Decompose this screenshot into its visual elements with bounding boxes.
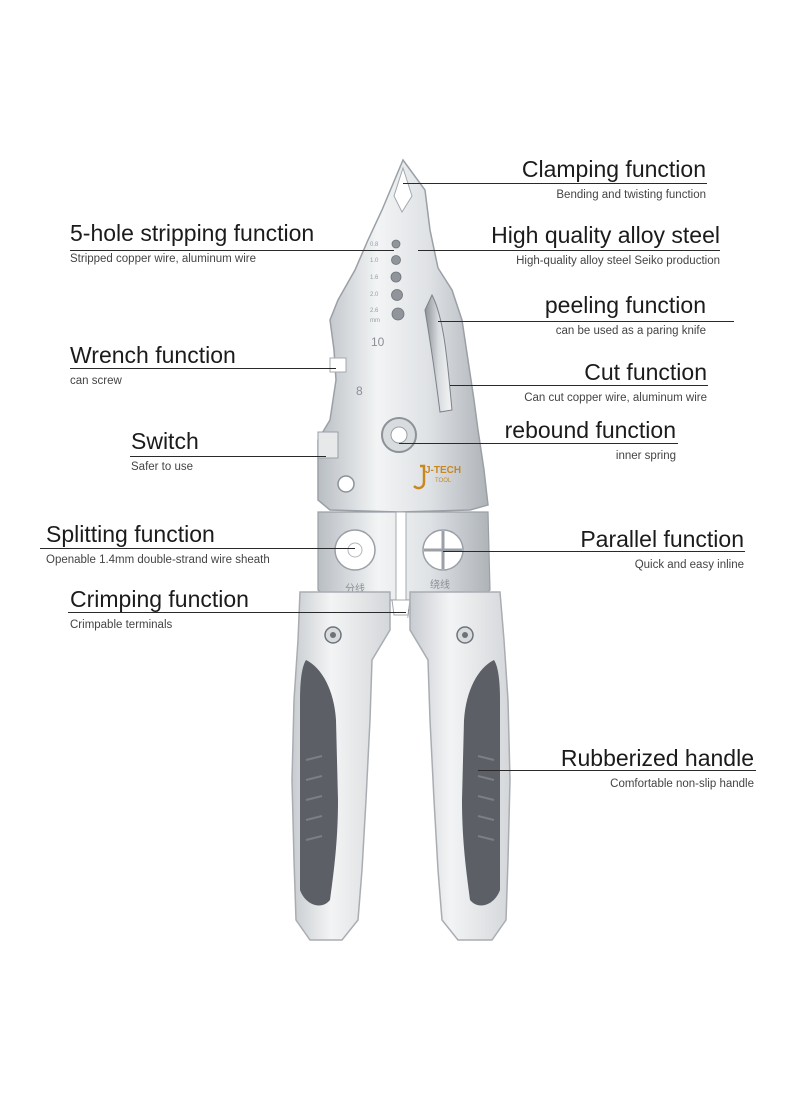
plier-head [317, 158, 489, 513]
callout-title: rebound function [504, 417, 676, 443]
leader-line-cut [450, 385, 708, 386]
callout-title: peeling function [544, 292, 706, 318]
callout-subtitle: Stripped copper wire, aluminum wire [70, 253, 256, 265]
leader-line-wrench [70, 368, 336, 369]
callout-subtitle: Can cut copper wire, aluminum wire [524, 392, 707, 404]
strip-gauge-labels: 0.8 1.0 1.6 2.0 2.6 mm [370, 242, 380, 324]
callout-handle: Rubberized handle Comfortable non-slip h… [561, 745, 754, 791]
callout-subtitle: inner spring [615, 450, 676, 462]
safety-switch [317, 431, 339, 459]
leader-line-crimping [68, 612, 406, 613]
callout-subtitle: High-quality alloy steel Seiko productio… [516, 255, 720, 267]
callout-title: Clamping function [521, 156, 706, 182]
callout-title: Switch [131, 428, 199, 454]
callout-title: Splitting function [46, 521, 215, 547]
leader-line-alloy [418, 250, 720, 251]
gauge-label: 1.0 [370, 258, 379, 264]
callout-wrench: Wrench function can screw [70, 342, 236, 388]
left-rubber-grip [300, 660, 338, 906]
right-handle [409, 591, 511, 941]
logo-text: J-TECH [425, 465, 461, 476]
callout-clamping: Clamping function Bending and twisting f… [522, 156, 706, 202]
parallel-label: 绕线 [430, 578, 450, 591]
callout-subtitle: Quick and easy inline [634, 559, 744, 571]
right-rubber-grip [462, 660, 500, 906]
leader-line-rebound [399, 443, 678, 444]
callout-subtitle: Crimpable terminals [70, 619, 173, 631]
callout-subtitle: Bending and twisting function [556, 189, 706, 201]
split-hole [334, 529, 376, 571]
callout-subtitle: Comfortable non-slip handle [610, 778, 754, 790]
brand-logo: J-TECH TOOL [413, 464, 461, 490]
leader-line-splitting [40, 548, 355, 549]
callout-parallel: Parallel function Quick and easy inline [580, 526, 744, 572]
lock-rivet [337, 475, 355, 493]
callout-alloy: High quality alloy steel High-quality al… [491, 222, 720, 268]
callout-subtitle: can screw [70, 375, 122, 387]
callout-title: High quality alloy steel [491, 222, 720, 248]
logo-sub: TOOL [435, 478, 452, 484]
gauge-label: 2.6 [370, 308, 379, 314]
callout-title: Rubberized handle [560, 745, 754, 771]
leader-line-handle [478, 770, 756, 771]
callout-cut: Cut function Can cut copper wire, alumin… [524, 359, 707, 405]
stripping-holes [390, 239, 405, 321]
wrench-size: 10 [371, 335, 385, 349]
leader-line-switch [130, 456, 326, 457]
callout-splitting: Splitting function Openable 1.4mm double… [46, 521, 270, 567]
leader-line-parallel [443, 551, 745, 552]
gauge-label: 1.6 [370, 275, 379, 281]
leader-line-clamping [403, 183, 707, 184]
parallel-hole [422, 529, 464, 571]
leader-line-peeling [438, 321, 734, 322]
jaw-tip [393, 166, 413, 214]
callout-title: Wrench function [70, 342, 236, 368]
callout-crimping: Crimping function Crimpable terminals [70, 586, 249, 632]
gauge-label: 0.8 [370, 242, 379, 248]
callout-subtitle: Openable 1.4mm double-strand wire sheath [46, 554, 270, 566]
callout-title: Cut function [584, 359, 707, 385]
wrench-notch [329, 357, 347, 373]
callout-rebound: rebound function inner spring [505, 417, 676, 463]
gauge-unit: mm [370, 318, 380, 324]
callout-stripping: 5-hole stripping function Stripped coppe… [70, 220, 314, 266]
callout-switch: Switch Safer to use [131, 428, 199, 474]
callout-title: Parallel function [580, 526, 744, 552]
cutting-blade [424, 293, 453, 413]
callout-title: Crimping function [70, 586, 249, 612]
callout-peeling: peeling function can be used as a paring… [545, 292, 706, 338]
callout-title: 5-hole stripping function [70, 220, 315, 246]
wrench-size: 8 [356, 384, 363, 398]
callout-subtitle: can be used as a paring knife [555, 325, 706, 337]
left-handle [291, 591, 391, 941]
gauge-label: 2.0 [370, 292, 379, 298]
crimp-notch [391, 599, 411, 616]
leader-line-stripping [70, 250, 394, 251]
callout-subtitle: Safer to use [131, 461, 194, 473]
